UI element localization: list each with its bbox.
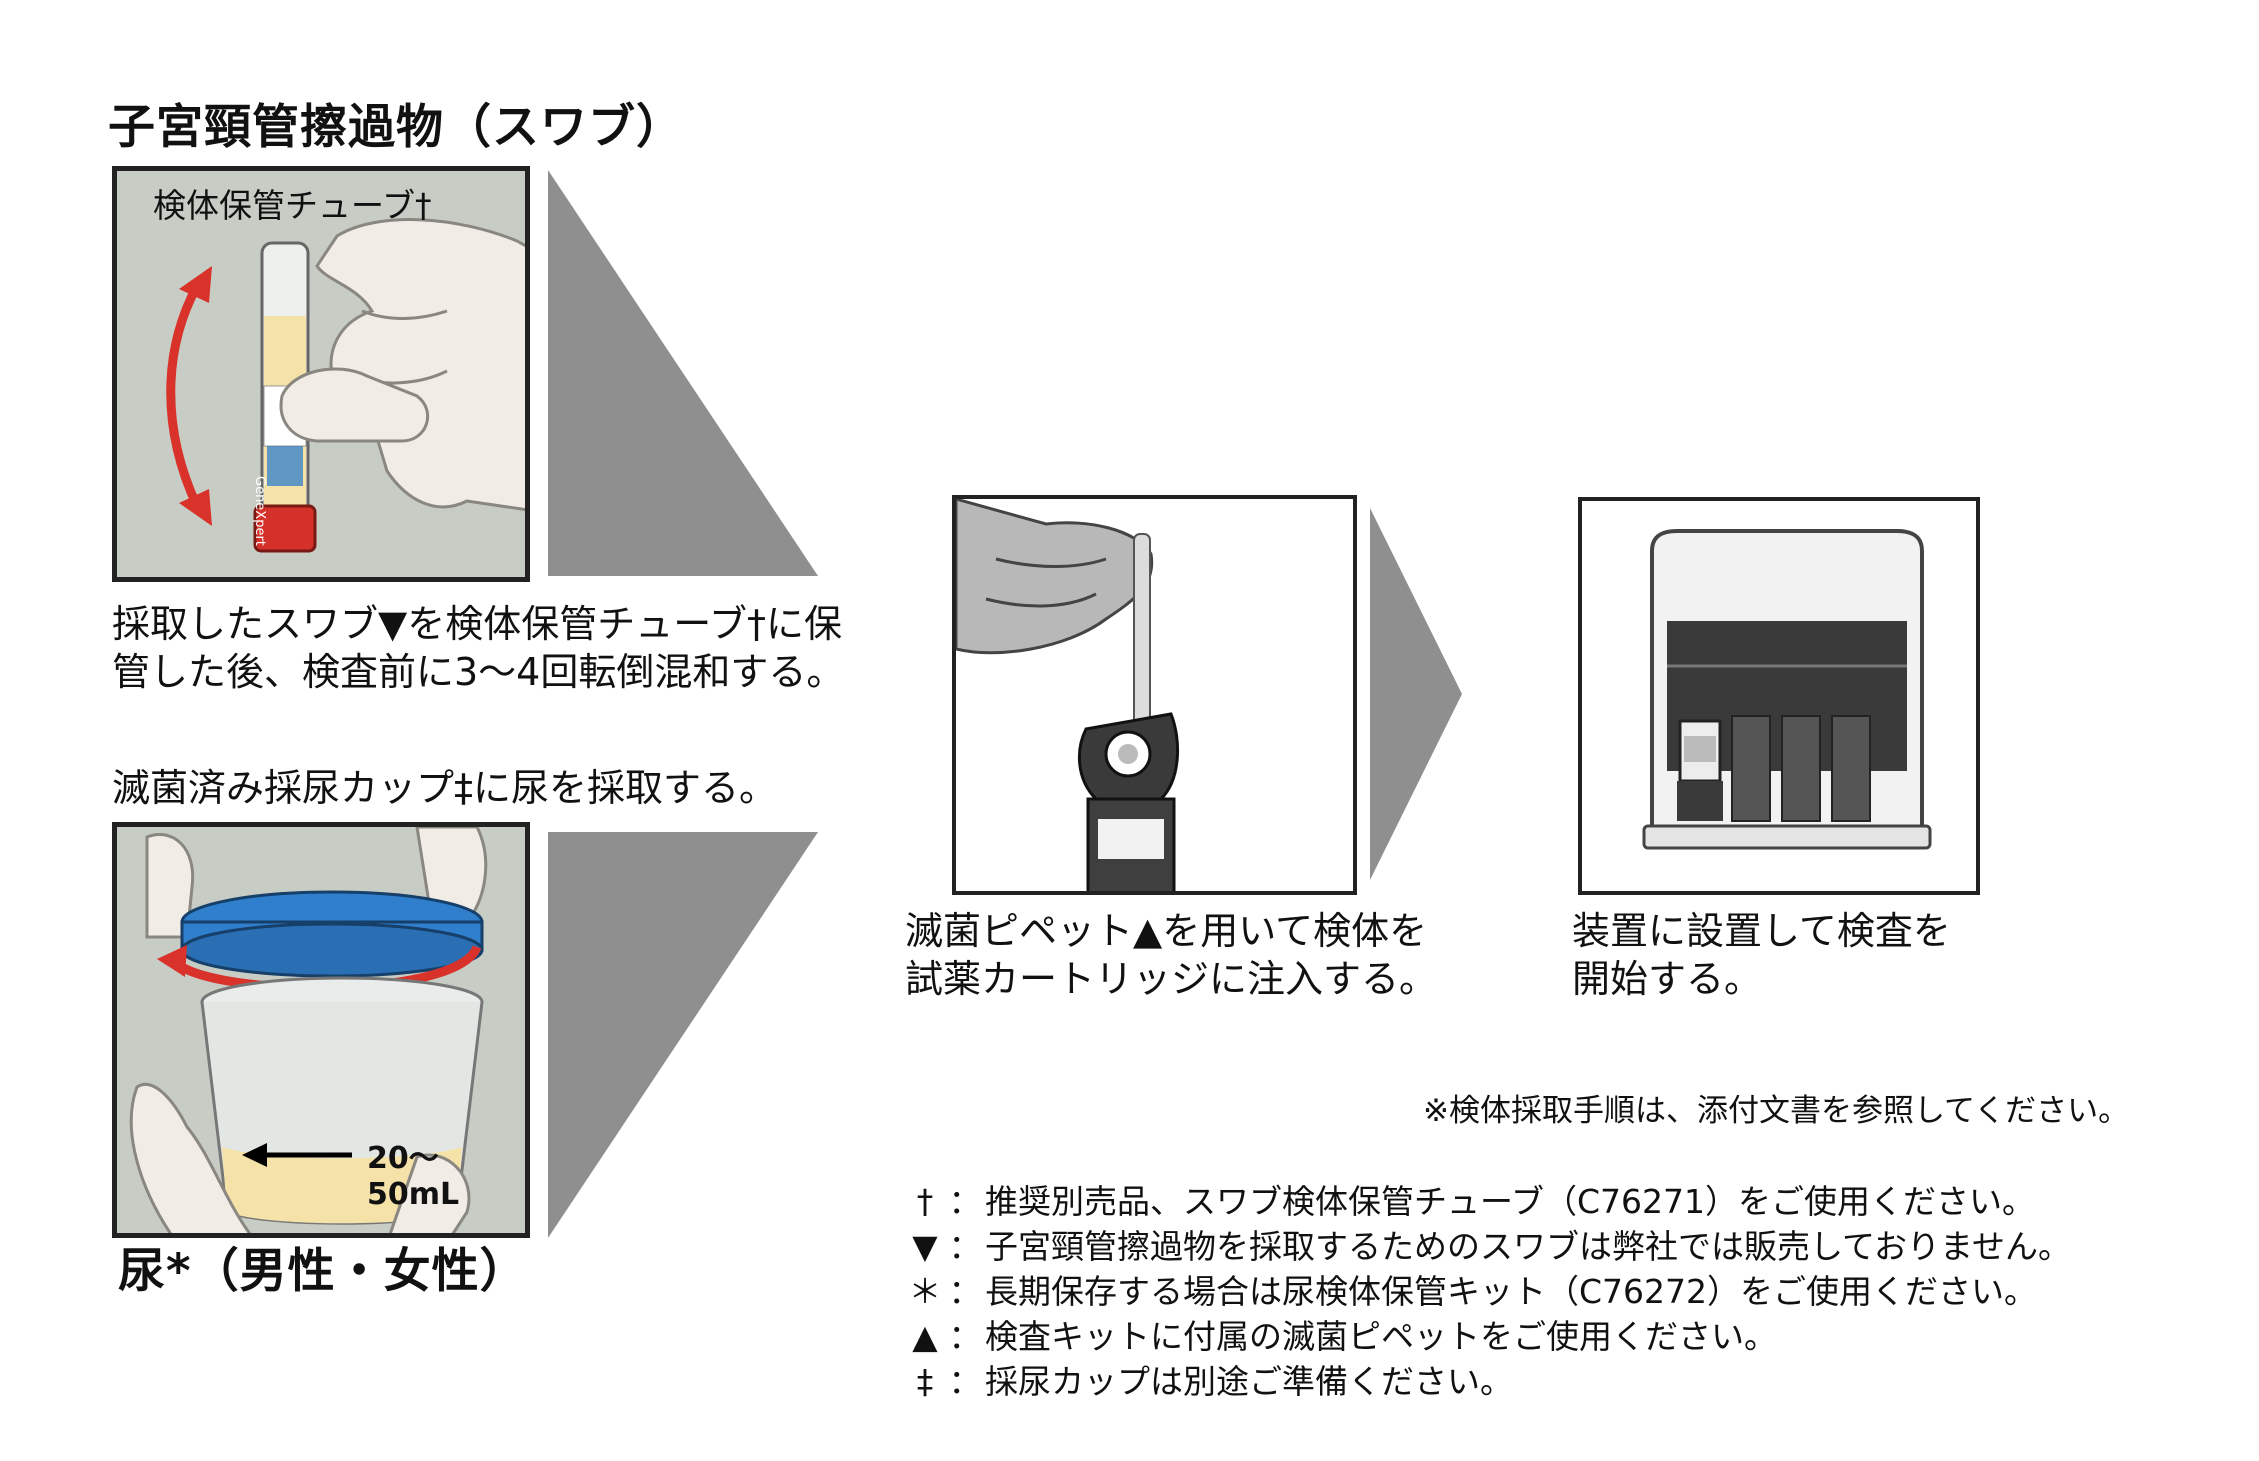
footnote-dagger: †：推奨別売品、スワブ検体保管チューブ（C76271）をご使用ください。: [905, 1175, 2036, 1221]
footnote-asterisk: ＊：長期保存する場合は尿検体保管キット（C76272）をご使用ください。: [905, 1265, 2038, 1311]
footnote-symbol: ‡: [916, 1362, 934, 1401]
urine-heading: 尿*（男性・女性）: [118, 1244, 528, 1299]
footnote-triangle-down: ▼：子宮頸管擦過物を採取するためのスワブは弊社では販売しておりません。: [905, 1220, 2072, 1266]
footnote-text: 推奨別売品、スワブ検体保管チューブ（C76271）をご使用ください。: [985, 1182, 2036, 1221]
footnote-symbol: ▲: [912, 1317, 938, 1356]
tube-brand-label: GeneXpert: [252, 476, 267, 546]
footnote-text: 検査キットに付属の滅菌ピペットをご使用ください。: [985, 1317, 1777, 1356]
gray-arrow-pipette: [1370, 508, 1462, 880]
pipette-caption-line2: 試薬カートリッジに注入する。: [905, 957, 1438, 1001]
tube-label: 検体保管チューブ†: [153, 186, 432, 225]
footnote-text: 子宮頸管擦過物を採取するためのスワブは弊社では販売しておりません。: [985, 1227, 2072, 1266]
swab-tube-illustration: 検体保管チューブ† GeneXpert: [112, 166, 530, 582]
footnote-triangle-up: ▲：検査キットに付属の滅菌ピペットをご使用ください。: [905, 1310, 1777, 1356]
gray-arrow-urine: [548, 832, 818, 1238]
reference-note: ※検体採取手順は、添付文書を参照してください。: [1423, 1093, 2130, 1129]
swab-heading: 子宮頸管擦過物（スワブ）: [108, 100, 684, 155]
footnote-text: 採尿カップは別途ご準備ください。: [985, 1362, 1513, 1401]
footnote-double-dagger: ‡：採尿カップは別途ご準備ください。: [905, 1355, 1513, 1401]
urine-caption: 滅菌済み採尿カップ‡に尿を採取する。: [112, 766, 778, 810]
footnote-symbol: †: [916, 1182, 934, 1221]
pipette-illustration: [952, 495, 1357, 895]
volume-label: 20〜50mL: [367, 1141, 460, 1212]
footnote-symbol: ＊: [908, 1272, 942, 1311]
device-caption-line1: 装置に設置して検査を: [1572, 909, 1951, 953]
urine-cup-illustration: 20〜50mL: [112, 822, 530, 1238]
swab-caption-line1: 採取したスワブ▼を検体保管チューブ†に保: [112, 602, 842, 646]
gray-arrow-swab: [548, 170, 818, 576]
footnote-text: 長期保存する場合は尿検体保管キット（C76272）をご使用ください。: [985, 1272, 2038, 1311]
device-caption-line2: 開始する。: [1572, 957, 1763, 1001]
pipette-caption-line1: 滅菌ピペット▲を用いて検体を: [905, 909, 1428, 953]
footnote-symbol: ▼: [912, 1227, 938, 1266]
device-illustration: [1578, 497, 1980, 895]
swab-caption-line2: 管した後、検査前に3〜4回転倒混和する。: [112, 650, 845, 694]
